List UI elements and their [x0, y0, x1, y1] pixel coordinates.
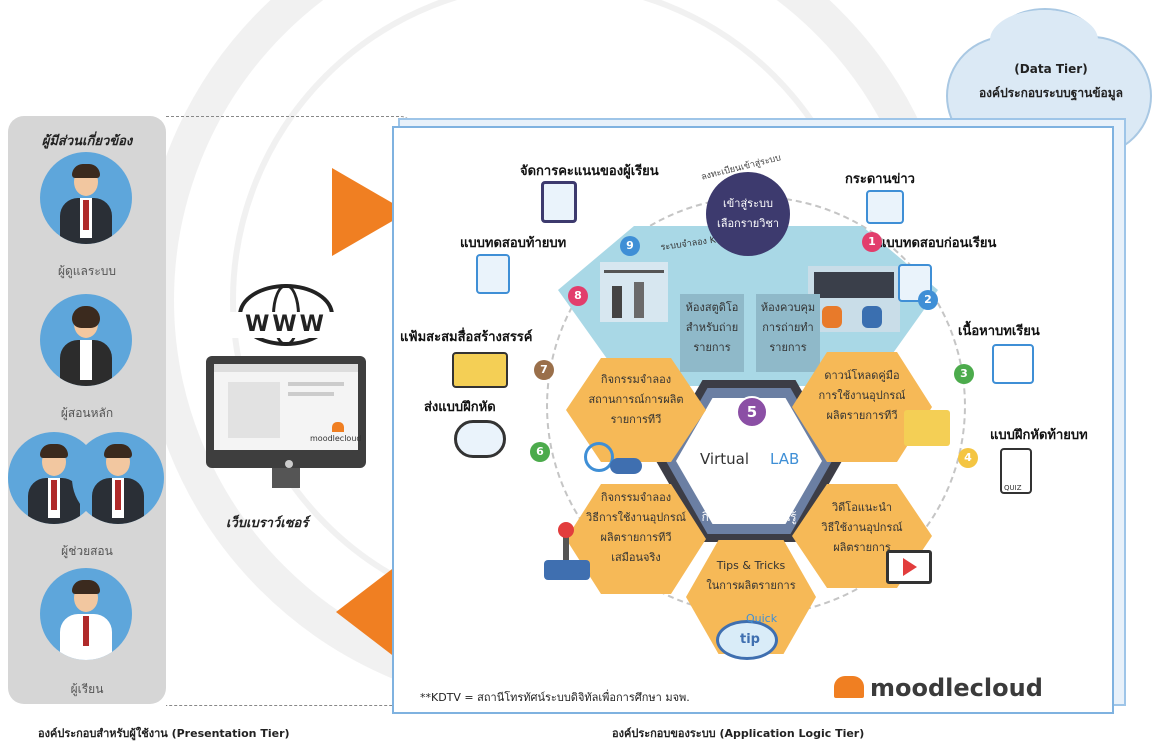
portfolio-folder-icon[interactable] — [452, 352, 508, 388]
hex-manual-download-label: ดาวน์โหลดคู่มือการใช้งานอุปกรณ์ผลิตรายกา… — [818, 369, 906, 422]
lab-label: LAB — [770, 450, 800, 468]
grades-clipboard-icon[interactable] — [541, 181, 577, 223]
moodlecloud-logo-icon — [834, 676, 864, 698]
badge-7: 7 — [534, 360, 554, 380]
presentation-tier-caption: องค์ประกอบสำหรับผู้ใช้งาน (Presentation … — [38, 727, 290, 740]
studio-camera-photo — [600, 262, 668, 322]
teacher-avatar — [40, 294, 132, 386]
student-avatar — [40, 568, 132, 660]
assistant-avatar-2 — [72, 432, 164, 524]
submit-label: ส่งแบบฝึกหัด — [424, 400, 496, 415]
hex-equipment-simulation-label: กิจกรรมจำลองวิธีการใช้งานอุปกรณ์ผลิตรายก… — [586, 491, 686, 564]
moodle-cloud-icon — [332, 422, 344, 432]
course-select-label: เลือกรายวิชา — [716, 217, 780, 230]
content-document-icon[interactable] — [992, 344, 1034, 384]
badge-6: 6 — [530, 442, 550, 462]
studio-room-label: ห้องสตูดิโอสำหรับถ่ายรายการ — [685, 301, 739, 354]
badge-9: 9 — [620, 236, 640, 256]
browser-logo-text: moodlecloud — [310, 434, 362, 443]
exercise-label: แบบฝึกหัดท้ายบท — [990, 428, 1088, 443]
joystick-base-icon — [544, 560, 590, 580]
badge-2: 2 — [918, 290, 938, 310]
role-teacher: ผู้สอนหลัก — [60, 406, 114, 420]
manual-folder-icon — [904, 410, 950, 446]
browser-screen: moodlecloud — [214, 364, 362, 450]
stakeholder-title: ผู้มีส่วนเกี่ยวข้อง — [41, 134, 133, 149]
browser-line — [288, 392, 334, 396]
pretest-label: แบบทดสอบก่อนเรียน — [878, 236, 997, 251]
badge-4: 4 — [958, 448, 978, 468]
virtual-lab-number: 5 — [736, 396, 768, 428]
browser-label: เว็บเบราว์เซอร์ — [226, 516, 309, 531]
joystick-stick — [563, 530, 569, 560]
upload-cloud-icon[interactable] — [454, 420, 506, 458]
quiz-sheet-icon[interactable] — [1000, 448, 1032, 494]
hex-production-simulation-label: กิจกรรมจำลองสถานการณ์การผลิตรายการทีวี — [588, 373, 684, 426]
control-room-label: ห้องควบคุมการถ่ายทำรายการ — [760, 301, 816, 354]
role-admin: ผู้ดูแลระบบ — [57, 264, 117, 278]
hex-video-guide-label: วิดีโอแนะนำวิธีใช้งานอุปกรณ์ผลิตรายการ — [821, 501, 903, 554]
browser-toolbar — [214, 364, 358, 372]
browser-line — [288, 382, 344, 386]
badge-1: 1 — [862, 232, 882, 252]
content-label: เนื้อหาบทเรียน — [958, 324, 1040, 339]
response-arrow-icon — [336, 566, 396, 658]
kdtv-footnote: **KDTV = สถานีโทรทัศน์ระบบดิจิทัลเพื่อกา… — [420, 691, 690, 704]
control-room-box — [756, 294, 820, 372]
posttest-label: แบบทดสอบท้ายบท — [460, 236, 567, 251]
monitor-power-dot — [285, 460, 293, 468]
virtual-label: Virtual — [700, 450, 750, 468]
studio-room-box — [680, 294, 744, 372]
badge-3: 3 — [954, 364, 974, 384]
quiz-text: QUIZ — [1004, 484, 1022, 492]
admin-avatar — [40, 152, 132, 244]
globe-game-icon — [584, 442, 614, 472]
login-button[interactable] — [706, 172, 790, 256]
monitor-stand — [272, 468, 300, 488]
role-assistant: ผู้ช่วยสอน — [61, 544, 113, 558]
badge-8: 8 — [568, 286, 588, 306]
learning-activity-label: กิจกรรมการเรียนรู้ — [701, 510, 797, 524]
quick-tip-icon — [716, 620, 778, 660]
login-label: เข้าสู่ระบบ — [723, 197, 773, 210]
www-label: WWW — [224, 312, 348, 338]
play-icon — [903, 558, 917, 576]
browser-monitor: moodlecloud — [206, 356, 366, 488]
newsboard-icon[interactable] — [866, 190, 904, 224]
portfolio-label: แฟ้มสะสมสื่อสร้างสรรค์ — [400, 330, 533, 345]
role-student: ผู้เรียน — [70, 682, 104, 696]
gamepad-icon — [610, 458, 642, 474]
browser-content-block — [228, 382, 280, 438]
news-label: กระดานข่าว — [845, 172, 915, 187]
data-tier-title: (Data Tier) — [1014, 62, 1088, 76]
posttest-sheet-icon[interactable] — [476, 254, 510, 294]
cloud-fill — [990, 10, 1098, 70]
quick-label: Quick — [746, 612, 778, 625]
moodlecloud-brand: moodlecloud — [870, 674, 1043, 702]
application-tier-caption: องค์ประกอบของระบบ (Application Logic Tie… — [612, 727, 865, 740]
tip-label: tip — [740, 632, 760, 647]
joystick-knob — [558, 522, 574, 538]
data-tier-subtitle: องค์ประกอบระบบฐานข้อมูล — [978, 86, 1124, 100]
grades-label: จัดการคะแนนของผู้เรียน — [520, 164, 659, 179]
control-room-photo — [808, 266, 900, 332]
